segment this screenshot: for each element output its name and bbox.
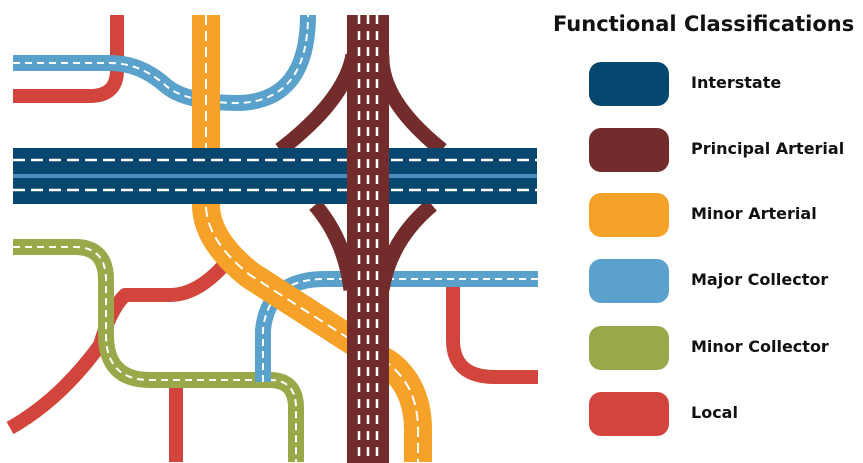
legend-label-minor-arterial: Minor Arterial <box>691 204 817 223</box>
legend-label-principal-arterial: Principal Arterial <box>691 139 845 158</box>
legend-label-major-collector: Major Collector <box>691 270 829 289</box>
legend-item-principal-arterial: Principal Arterial <box>589 128 863 172</box>
interstate-highway <box>13 148 537 204</box>
legend-item-local: Local <box>589 392 863 436</box>
local-road-diagonal <box>6 253 236 435</box>
road-network-illustration <box>6 14 538 463</box>
legend-item-major-collector: Major Collector <box>589 259 863 303</box>
legend-label-interstate: Interstate <box>691 73 782 92</box>
legend-label-local: Local <box>691 403 738 422</box>
local-road-right <box>446 283 538 384</box>
legend-swatch-principal-arterial <box>589 128 669 172</box>
legend-item-minor-collector: Minor Collector <box>589 326 863 370</box>
local-roads <box>6 15 538 462</box>
legend-swatch-major-collector <box>589 259 669 303</box>
legend-swatch-minor-collector <box>589 326 669 370</box>
legend-swatch-local <box>589 392 669 436</box>
legend-label-minor-collector: Minor Collector <box>691 337 829 356</box>
legend-item-interstate: Interstate <box>589 62 863 106</box>
legend-swatch-minor-arterial <box>589 193 669 237</box>
minor-collector-road <box>13 239 304 462</box>
ramp-ne <box>374 54 447 156</box>
legend-item-minor-arterial: Minor Arterial <box>589 193 863 237</box>
principal-arterial-road <box>347 15 389 463</box>
legend-title: Functional Classifications <box>553 12 855 36</box>
legend-swatch-interstate <box>589 62 669 106</box>
minor-arterial-road <box>192 15 432 462</box>
